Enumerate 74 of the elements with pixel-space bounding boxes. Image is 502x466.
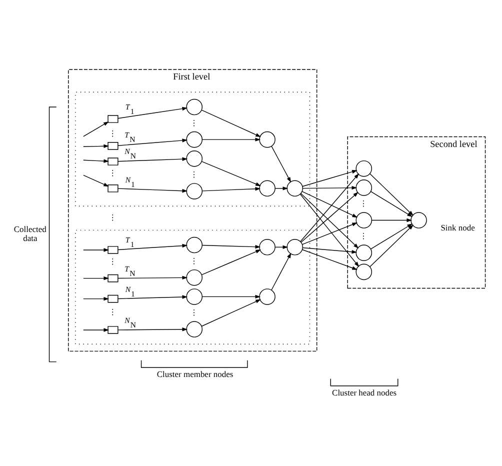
node-circle	[356, 212, 372, 228]
arrow	[202, 244, 261, 249]
node-circle	[259, 239, 276, 256]
arrow	[118, 157, 188, 162]
arrow	[83, 144, 110, 148]
arrow	[370, 191, 413, 217]
arrow	[302, 170, 358, 187]
cluster	[75, 230, 310, 344]
arrow	[118, 138, 188, 146]
label: Cluster member nodes	[156, 369, 234, 380]
cluster	[75, 92, 310, 206]
arrow	[302, 191, 358, 218]
arrow	[83, 159, 110, 163]
arrow	[201, 161, 261, 186]
node-circle	[186, 131, 203, 148]
node-box	[108, 294, 118, 303]
arrow	[202, 187, 261, 192]
node-box	[108, 158, 118, 166]
arrow	[118, 188, 188, 193]
node-circle	[186, 321, 203, 338]
node-box	[108, 115, 118, 123]
arrow	[370, 224, 414, 268]
node-box	[108, 326, 118, 334]
node-box	[108, 184, 118, 192]
arrow	[370, 224, 413, 250]
label: Cluster head nodes	[332, 388, 397, 398]
arrow	[302, 186, 358, 190]
node-circle	[410, 212, 427, 228]
arrow	[302, 249, 358, 270]
arrow	[271, 146, 292, 183]
arrow	[202, 294, 261, 299]
arrow	[118, 276, 188, 280]
node-circle	[259, 288, 276, 305]
arrow	[300, 194, 360, 267]
node-circle	[286, 239, 304, 256]
node-circle	[259, 131, 276, 148]
arrow	[302, 222, 358, 245]
node-box	[108, 246, 118, 254]
arrow	[118, 328, 188, 332]
node-circle	[286, 180, 304, 197]
arrow	[83, 276, 110, 280]
node-circle	[259, 180, 276, 197]
arrow	[83, 296, 110, 301]
arrow	[118, 106, 188, 119]
node-circle	[186, 98, 203, 116]
arrow	[201, 299, 261, 327]
arrow	[83, 248, 110, 252]
arrow	[202, 138, 261, 142]
arrow	[118, 295, 188, 300]
node-label: Sink node	[440, 222, 475, 233]
arrow	[274, 186, 288, 190]
arrow	[201, 110, 261, 138]
node-circle	[356, 264, 372, 280]
node-circle	[356, 160, 372, 177]
label: Collected data	[14, 224, 46, 244]
node-circle	[186, 269, 203, 286]
arrow	[300, 173, 360, 242]
arrow	[83, 121, 109, 137]
node-box	[108, 142, 118, 150]
arrow	[83, 328, 110, 332]
node-circle	[356, 180, 372, 196]
arrow	[371, 218, 412, 222]
arrow	[271, 252, 292, 290]
arrow	[201, 250, 261, 276]
arrow	[370, 173, 414, 216]
node-circle	[186, 183, 203, 200]
arrow	[302, 247, 358, 254]
arrow	[83, 174, 109, 187]
node-circle	[356, 244, 372, 261]
node-circle	[186, 150, 203, 167]
node-box	[108, 274, 118, 282]
node-circle	[186, 236, 203, 254]
node-circle	[186, 288, 203, 305]
arrow	[118, 244, 188, 250]
